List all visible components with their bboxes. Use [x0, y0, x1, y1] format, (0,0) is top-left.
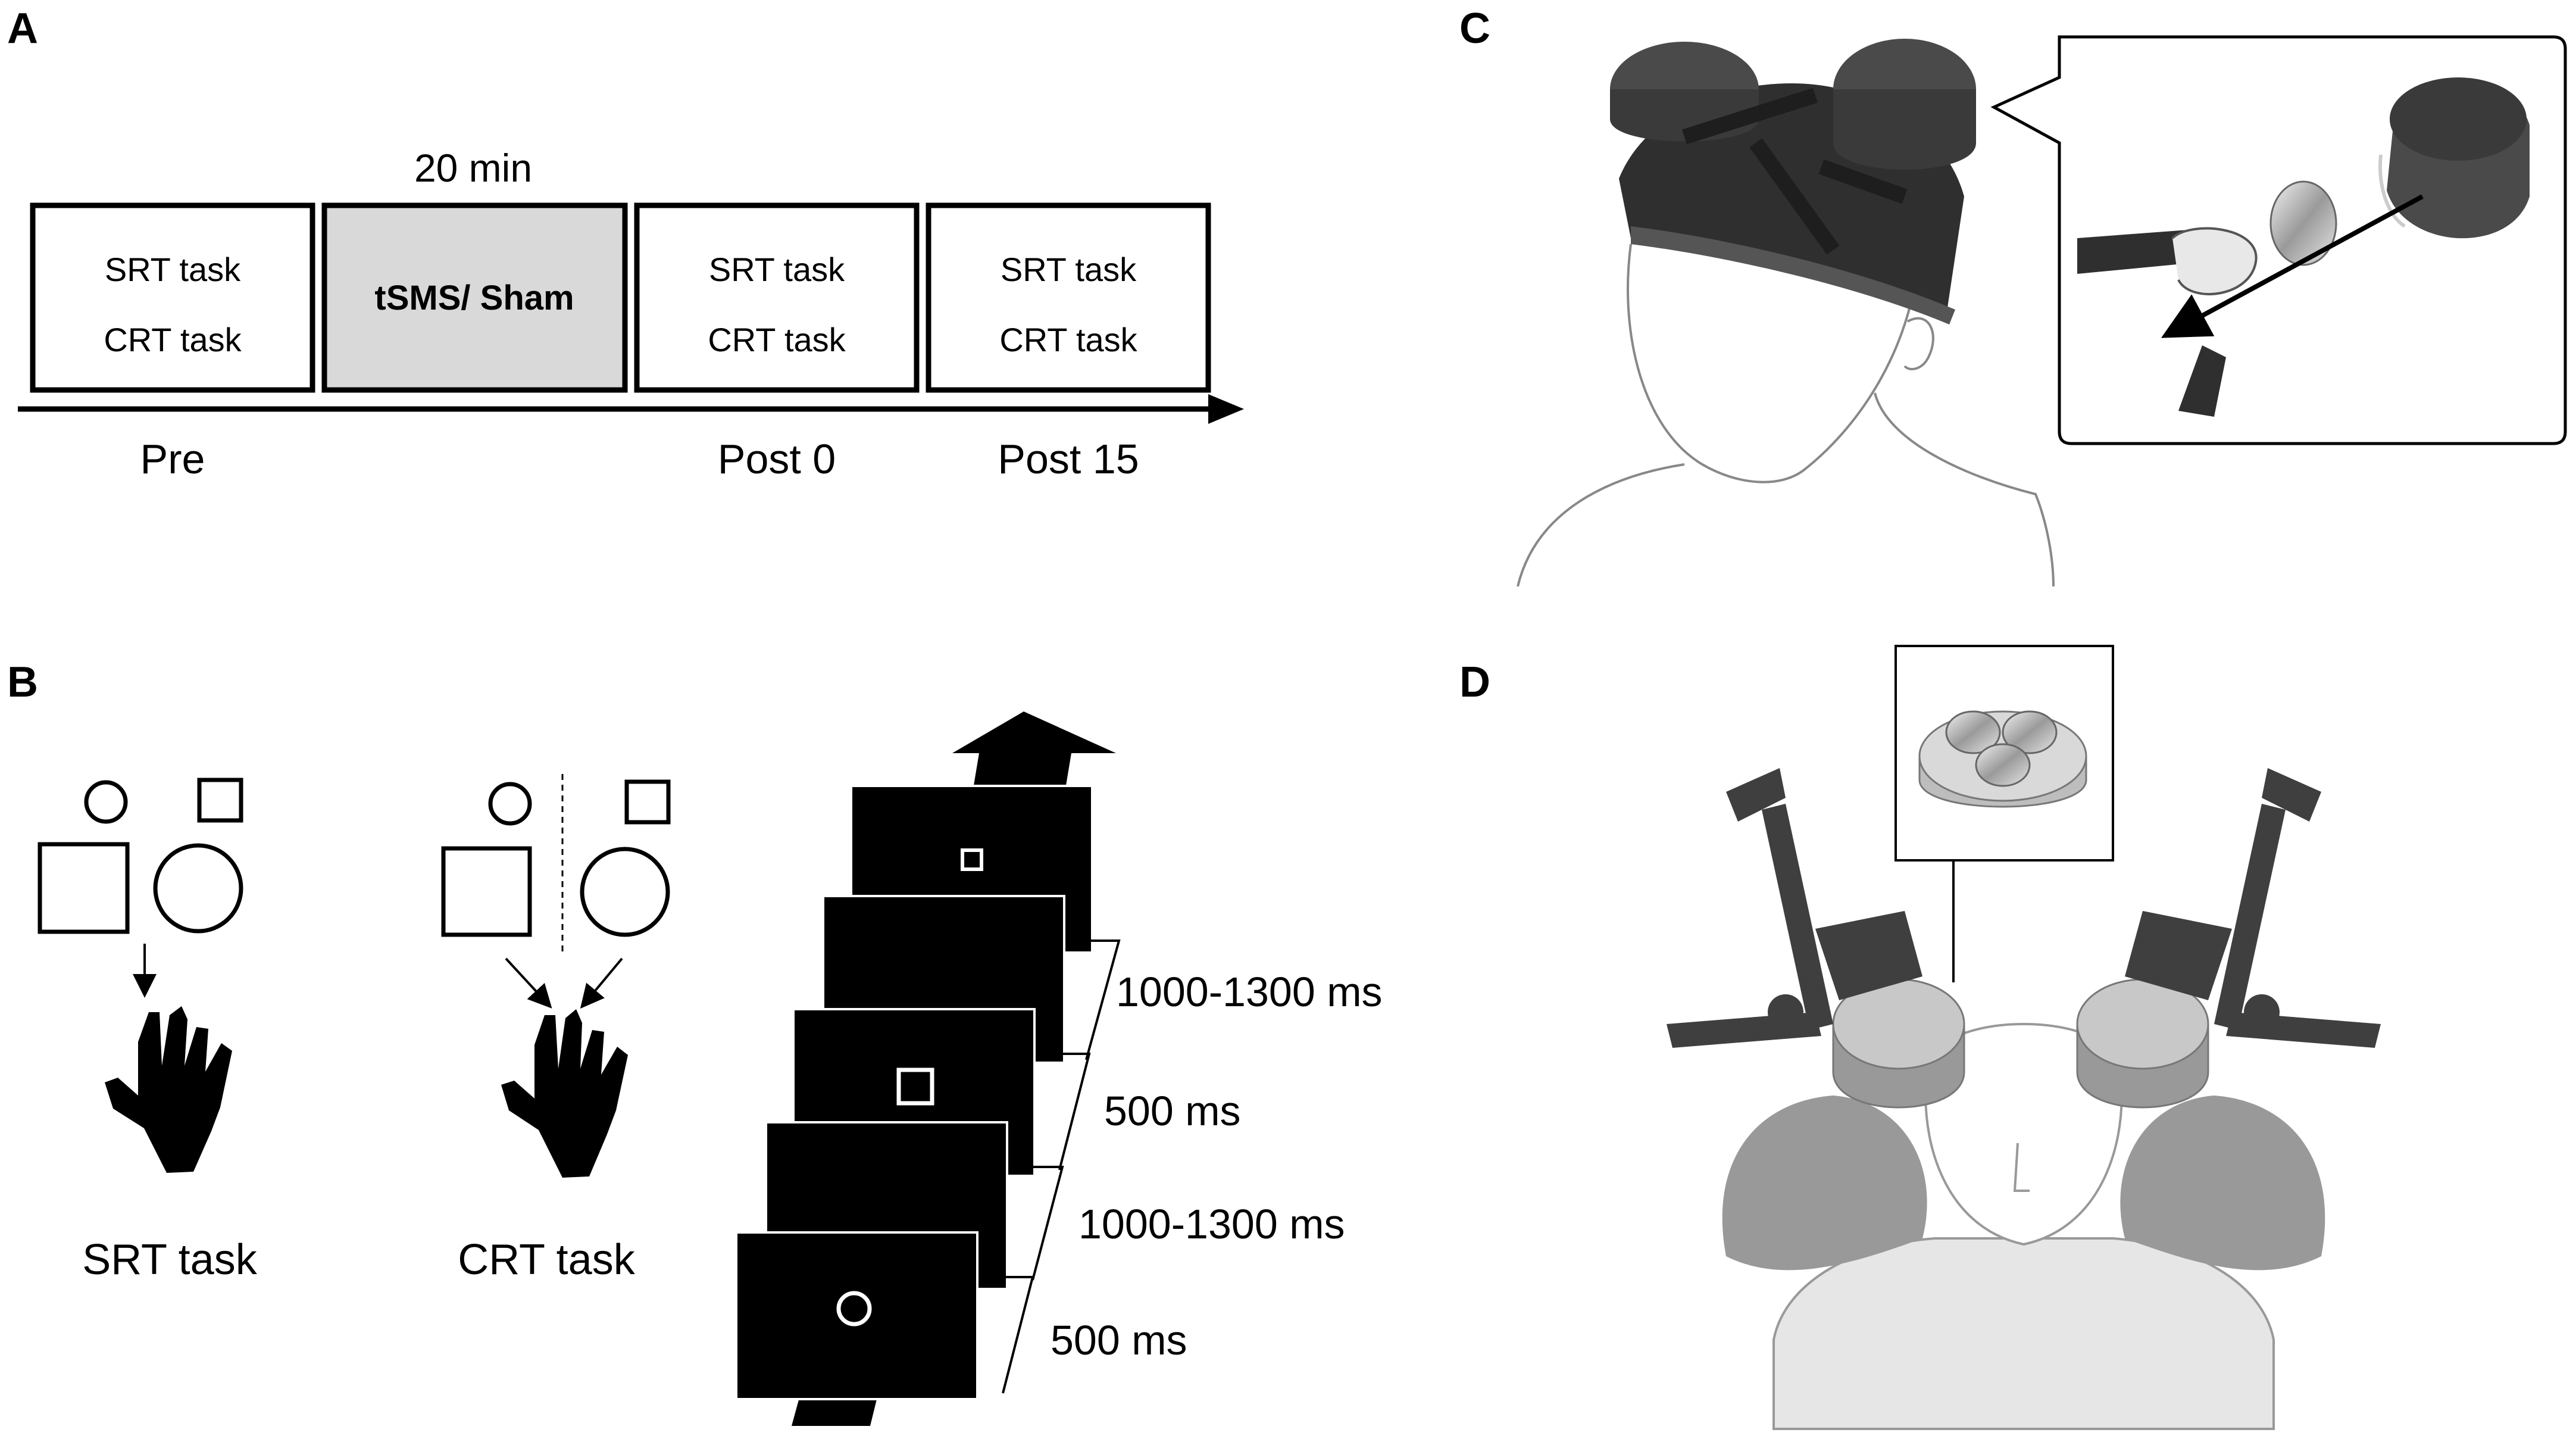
callout-magnet-icon	[2378, 77, 2530, 239]
circle-stimulus-icon	[836, 1291, 872, 1326]
panel-d-letter: D	[1459, 658, 1490, 706]
block-post0-line2: CRT task	[708, 321, 846, 358]
timeline-block-stimulation: tSMS/ Sham	[321, 202, 628, 393]
block-post15-line1: SRT task	[1001, 251, 1137, 288]
subject-head	[1924, 1023, 2123, 1246]
panel-a: A 20 min SRT task CRT task tSMS/ Sham SR…	[7, 5, 1244, 482]
magnet-holder-icon	[2077, 227, 2258, 417]
crt-illustration	[441, 774, 671, 1009]
panel-d: D	[1459, 645, 2381, 1430]
left-articulated-arm-icon	[1667, 768, 1922, 1048]
interval-label-2: 500 ms	[1104, 1088, 1241, 1134]
crt-task-label: CRT task	[458, 1236, 635, 1284]
block-post0-line1: SRT task	[709, 251, 845, 288]
crt-large-circle-icon	[580, 847, 670, 937]
small-square-stimulus-icon	[961, 848, 983, 871]
cap-magnet-right-icon	[1833, 39, 1976, 170]
srt-large-circle-icon	[153, 843, 243, 934]
crt-large-square-icon	[441, 846, 532, 937]
block-pre-line2: CRT task	[104, 321, 242, 358]
right-articulated-arm-icon	[2125, 768, 2381, 1048]
magnet-detail-callout	[1990, 35, 2567, 445]
block-post15-line2: CRT task	[999, 321, 1137, 358]
phase-label-pre: Pre	[140, 436, 205, 482]
large-square-stimulus-icon	[896, 1068, 934, 1106]
interval-label-4: 500 ms	[1051, 1317, 1187, 1363]
triple-magnet-icon	[1918, 710, 2087, 808]
sequence-direction-arrow-head	[952, 711, 1116, 753]
insertion-arrow	[2161, 194, 2424, 338]
left-shoulder-pad	[1722, 1095, 1927, 1271]
timeline-arrow	[18, 394, 1244, 424]
srt-small-square-icon	[197, 778, 243, 823]
srt-task-label: SRT task	[82, 1236, 257, 1284]
timeline-block-post15: SRT task CRT task	[926, 202, 1211, 393]
srt-small-circle-icon	[84, 780, 128, 824]
head-outline	[1627, 244, 1918, 483]
cap-band	[1631, 226, 1955, 324]
panel-b: B SRT task CRT task	[7, 658, 1383, 1426]
ear-outline	[1903, 317, 1934, 370]
interval-brackets	[991, 940, 1121, 1394]
left-stimulator-magnet-icon	[1832, 978, 1965, 1109]
panel-c-letter: C	[1459, 5, 1490, 52]
timeline-block-post0: SRT task CRT task	[634, 202, 920, 393]
head-with-cap	[1517, 39, 2055, 587]
crt-hand-icon	[501, 1009, 628, 1178]
timeline-block-pre: SRT task CRT task	[30, 202, 315, 393]
right-stimulator-magnet-icon	[2076, 978, 2209, 1109]
sequence-direction-arrow-shaft	[973, 753, 1071, 789]
phase-label-post0: Post 0	[718, 436, 836, 482]
stimulation-label: tSMS/ Sham	[374, 279, 574, 317]
seated-subject	[1667, 768, 2381, 1430]
panel-a-letter: A	[7, 5, 38, 52]
interval-label-1: 1000-1300 ms	[1116, 969, 1383, 1015]
metal-cylinder-icon	[2269, 180, 2337, 266]
screen-5	[735, 1231, 978, 1400]
panel-c: C	[1459, 5, 2567, 587]
srt-hand-icon	[105, 1006, 232, 1173]
shoulder-outline	[1517, 392, 2055, 587]
subject-body	[1772, 1237, 2275, 1430]
interval-label-3: 1000-1300 ms	[1078, 1201, 1345, 1247]
crt-small-circle-icon	[488, 782, 532, 826]
phase-label-post15: Post 15	[998, 436, 1139, 482]
crt-small-square-icon	[624, 779, 671, 825]
srt-large-square-icon	[37, 842, 130, 934]
cap-straps	[1682, 88, 1908, 255]
block-pre-line1: SRT task	[105, 251, 241, 288]
magnet-inset	[1895, 645, 2114, 982]
cap-magnet-left-icon	[1610, 42, 1759, 142]
trial-sequence: 1000-1300 ms 500 ms 1000-1300 ms 500 ms	[735, 711, 1383, 1426]
panel-b-letter: B	[7, 658, 38, 706]
right-shoulder-pad	[2120, 1095, 2325, 1271]
stimulation-duration-label: 20 min	[414, 146, 532, 190]
srt-illustration	[37, 778, 243, 998]
